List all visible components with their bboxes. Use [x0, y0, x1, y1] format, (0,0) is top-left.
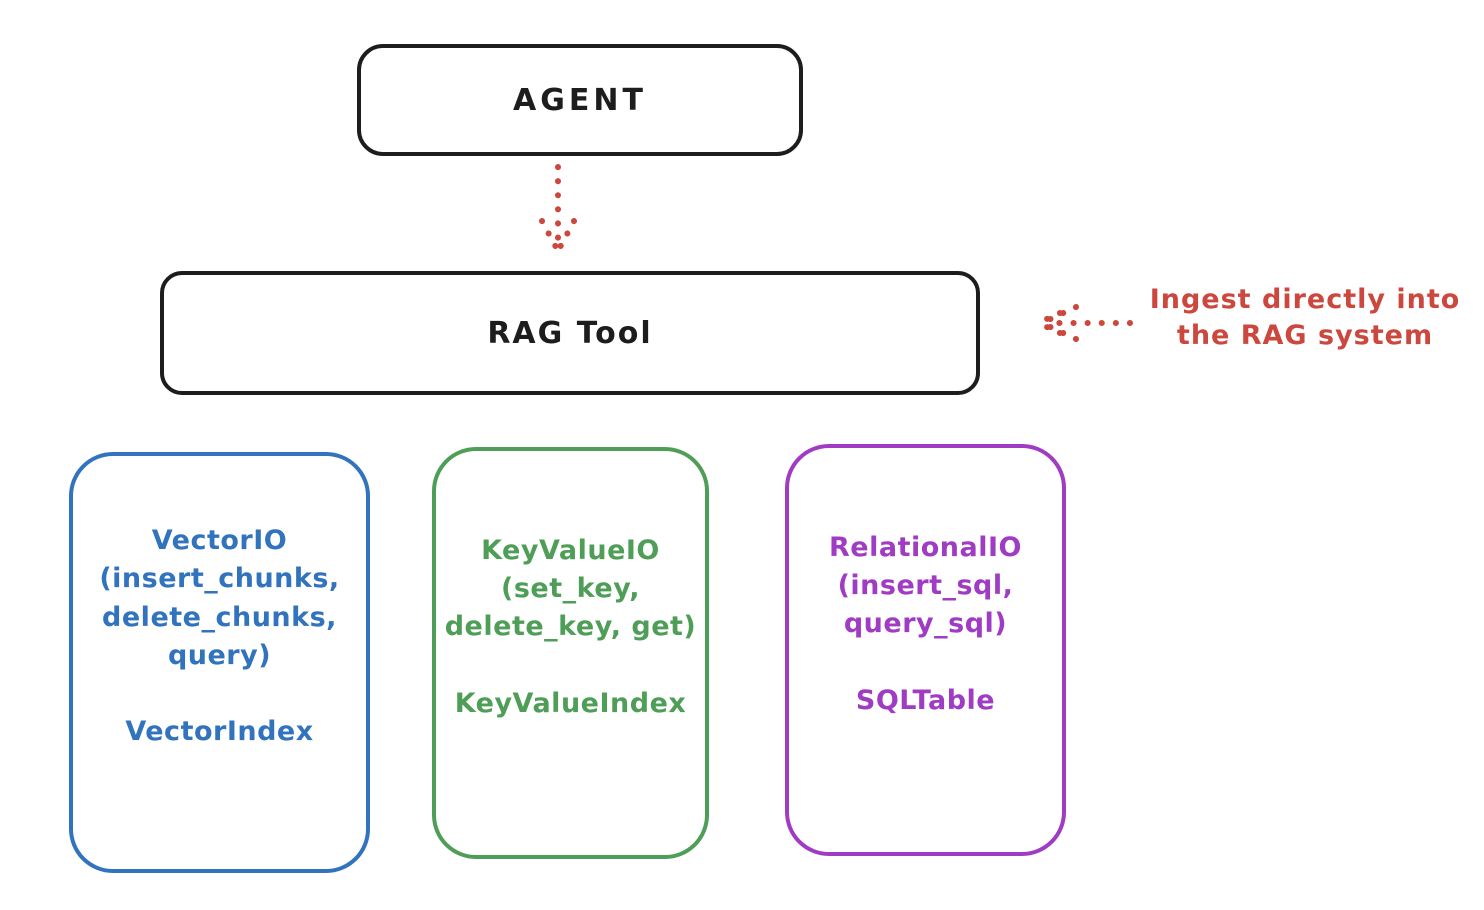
vector-io-label: VectorIO (insert_chunks, delete_chunks, …: [99, 524, 340, 671]
agent-box: AGENT: [357, 44, 803, 156]
rag-tool-box: RAG Tool: [160, 271, 980, 395]
sql-table-label: SQLTable: [855, 684, 996, 716]
keyvalue-io-label: KeyValueIO (set_key, delete_key, get): [444, 534, 697, 643]
backend-card-keyvalue-io: KeyValueIO (set_key, delete_key, get) Ke…: [432, 447, 709, 859]
dotted-arrow-left-icon: [1024, 300, 1136, 346]
vector-index-label: VectorIndex: [125, 716, 314, 748]
relational-io-label: RelationalIO (insert_sql, query_sql): [829, 531, 1022, 640]
backend-card-relational-io: RelationalIO (insert_sql, query_sql) SQL…: [785, 444, 1066, 856]
rag-tool-label: RAG Tool: [487, 315, 653, 351]
ingest-annotation: Ingest directly into the RAG system: [1142, 282, 1468, 355]
ingest-annotation-line1: Ingest directly into: [1149, 284, 1461, 315]
ingest-annotation-line2: the RAG system: [1176, 320, 1434, 352]
dotted-arrow-down-icon: [534, 163, 582, 261]
agent-label: AGENT: [513, 82, 647, 118]
backend-card-vector-io: VectorIO (insert_chunks, delete_chunks, …: [69, 452, 370, 873]
keyvalue-index-label: KeyValueIndex: [454, 687, 687, 719]
